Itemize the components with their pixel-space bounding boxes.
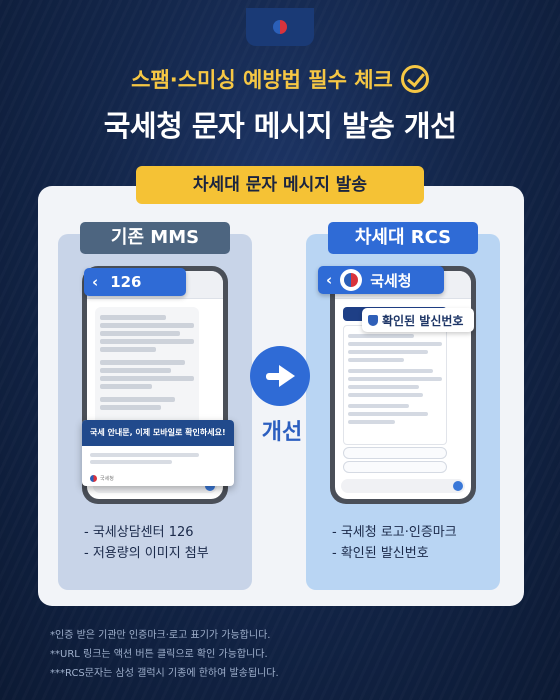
popup-org: 국세청 bbox=[100, 476, 114, 482]
rcs-screen bbox=[335, 271, 471, 499]
improve-label: 개선 bbox=[261, 420, 303, 445]
subtitle: 스팸·스미싱 예방법 필수 체크 bbox=[0, 64, 560, 94]
verified-sender-badge: 확인된 발신번호 bbox=[362, 308, 474, 332]
send-icon bbox=[205, 481, 215, 491]
rcs-feature-1: - 국세청 로고·인증마크 bbox=[332, 525, 457, 540]
popup-footer: 국세청 bbox=[90, 475, 114, 482]
rcs-feature-2: - 확인된 발신번호 bbox=[332, 546, 429, 561]
popup-title: 국세 안내문, 이제 모바일로 확인하세요! bbox=[82, 420, 234, 446]
rcs-input-bar bbox=[341, 479, 465, 493]
mms-sender-bar: ‹ 126 bbox=[84, 268, 186, 296]
send-icon bbox=[453, 481, 463, 491]
rcs-sender: 국세청 bbox=[370, 271, 412, 290]
rcs-tag: 차세대 RCS bbox=[328, 222, 478, 254]
mms-feature-2: - 저용량의 이미지 첨부 bbox=[84, 546, 209, 561]
arrow-right-icon bbox=[250, 346, 310, 406]
mms-feature-list: - 국세상담센터 126 - 저용량의 이미지 첨부 bbox=[84, 522, 209, 564]
footnote-2: **URL 링크는 액션 버튼 클릭으로 확인 가능합니다. bbox=[50, 649, 268, 660]
popup-body bbox=[82, 446, 234, 468]
footnote-1: *인증 받은 기관만 인증마크·로고 표기가 가능합니다. bbox=[50, 630, 271, 641]
check-circle-icon bbox=[400, 65, 429, 93]
nts-badge-icon bbox=[340, 269, 363, 291]
rcs-action-button[interactable] bbox=[343, 447, 447, 459]
mms-tag: 기존 MMS bbox=[80, 222, 230, 254]
nts-logo bbox=[246, 8, 314, 46]
taegeuk-emblem-icon bbox=[273, 20, 287, 34]
mms-feature-1: - 국세상담센터 126 bbox=[84, 525, 194, 540]
taegeuk-emblem-icon bbox=[90, 475, 97, 482]
page-title: 국세청 문자 메시지 발송 개선 bbox=[103, 109, 457, 143]
rcs-message-body bbox=[343, 325, 447, 445]
footnote-3: ***RCS문자는 삼성 갤럭시 기종에 한하여 발송됩니다. bbox=[50, 668, 279, 679]
footnotes: *인증 받은 기관만 인증마크·로고 표기가 가능합니다. **URL 링크는 … bbox=[50, 626, 279, 683]
rcs-feature-list: - 국세청 로고·인증마크 - 확인된 발신번호 bbox=[332, 522, 457, 564]
rcs-action-button-2[interactable] bbox=[343, 461, 447, 473]
mms-sender: 126 bbox=[110, 273, 142, 291]
rcs-phone bbox=[330, 266, 476, 504]
chevron-left-icon: ‹ bbox=[92, 273, 99, 291]
shield-icon bbox=[368, 314, 378, 326]
verified-label: 확인된 발신번호 bbox=[382, 313, 464, 328]
mms-image-popup: 국세 안내문, 이제 모바일로 확인하세요! 국세청 bbox=[82, 420, 234, 486]
chevron-left-icon: ‹ bbox=[326, 271, 333, 289]
ribbon-label: 차세대 문자 메시지 발송 bbox=[136, 166, 424, 204]
rcs-sender-bar: ‹ 국세청 bbox=[318, 266, 444, 294]
